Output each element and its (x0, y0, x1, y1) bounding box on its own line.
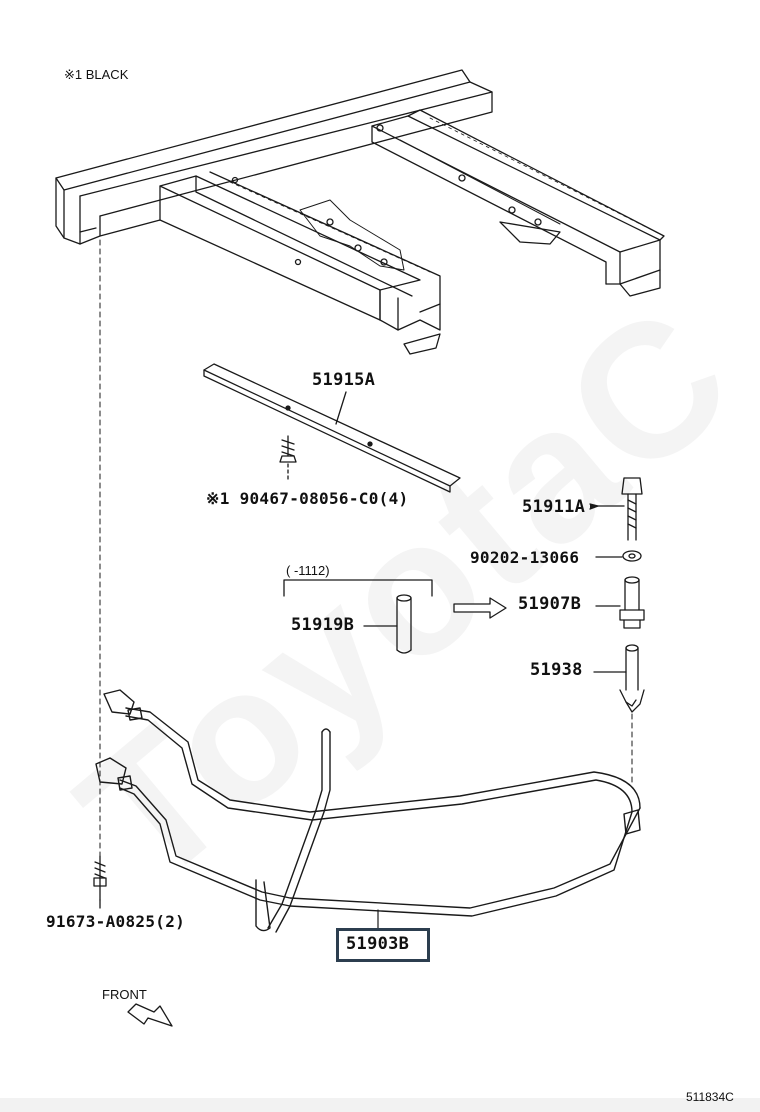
label-90467[interactable]: ※1 90467-08056-C0(4) (206, 489, 409, 508)
frame-crossmember (55, 69, 493, 245)
replacement-arrow (453, 597, 507, 619)
part-51919B-sleeve (363, 594, 412, 654)
front-arrow (127, 1003, 173, 1027)
label-51907B[interactable]: 51907B (518, 594, 582, 614)
part-90202-washer (595, 550, 642, 562)
label-51915A[interactable]: 51915A (312, 370, 376, 390)
part-90467-screw (279, 435, 297, 481)
frame-rail-left (159, 171, 441, 355)
part-51903B-carrier (95, 689, 641, 933)
label-91673[interactable]: 91673-A0825(2) (46, 912, 186, 931)
label-51911A[interactable]: 51911A (522, 497, 586, 517)
selected-part-highlight (336, 928, 430, 962)
part-51915A-plate (203, 363, 461, 493)
label-90202[interactable]: 90202-13066 (470, 548, 580, 567)
label-51938[interactable]: 51938 (530, 660, 583, 680)
footer-band (0, 1098, 760, 1112)
part-51907B-bushing (595, 576, 645, 629)
part-91673-bolt (93, 855, 107, 909)
frame-rail-right (371, 109, 665, 297)
label-51919B[interactable]: 51919B (291, 615, 355, 635)
label-51903B[interactable]: 51903B (346, 934, 410, 954)
range-note: ( -1112) (286, 563, 330, 578)
note-black: ※1 BLACK (64, 67, 129, 82)
part-51911A-bolt (589, 477, 643, 541)
range-bracket (283, 579, 433, 597)
diagram-id: 511834C (686, 1090, 734, 1104)
part-51938-hook (593, 644, 645, 713)
mount-guide-lines (99, 239, 633, 861)
front-label: FRONT (102, 987, 147, 1002)
